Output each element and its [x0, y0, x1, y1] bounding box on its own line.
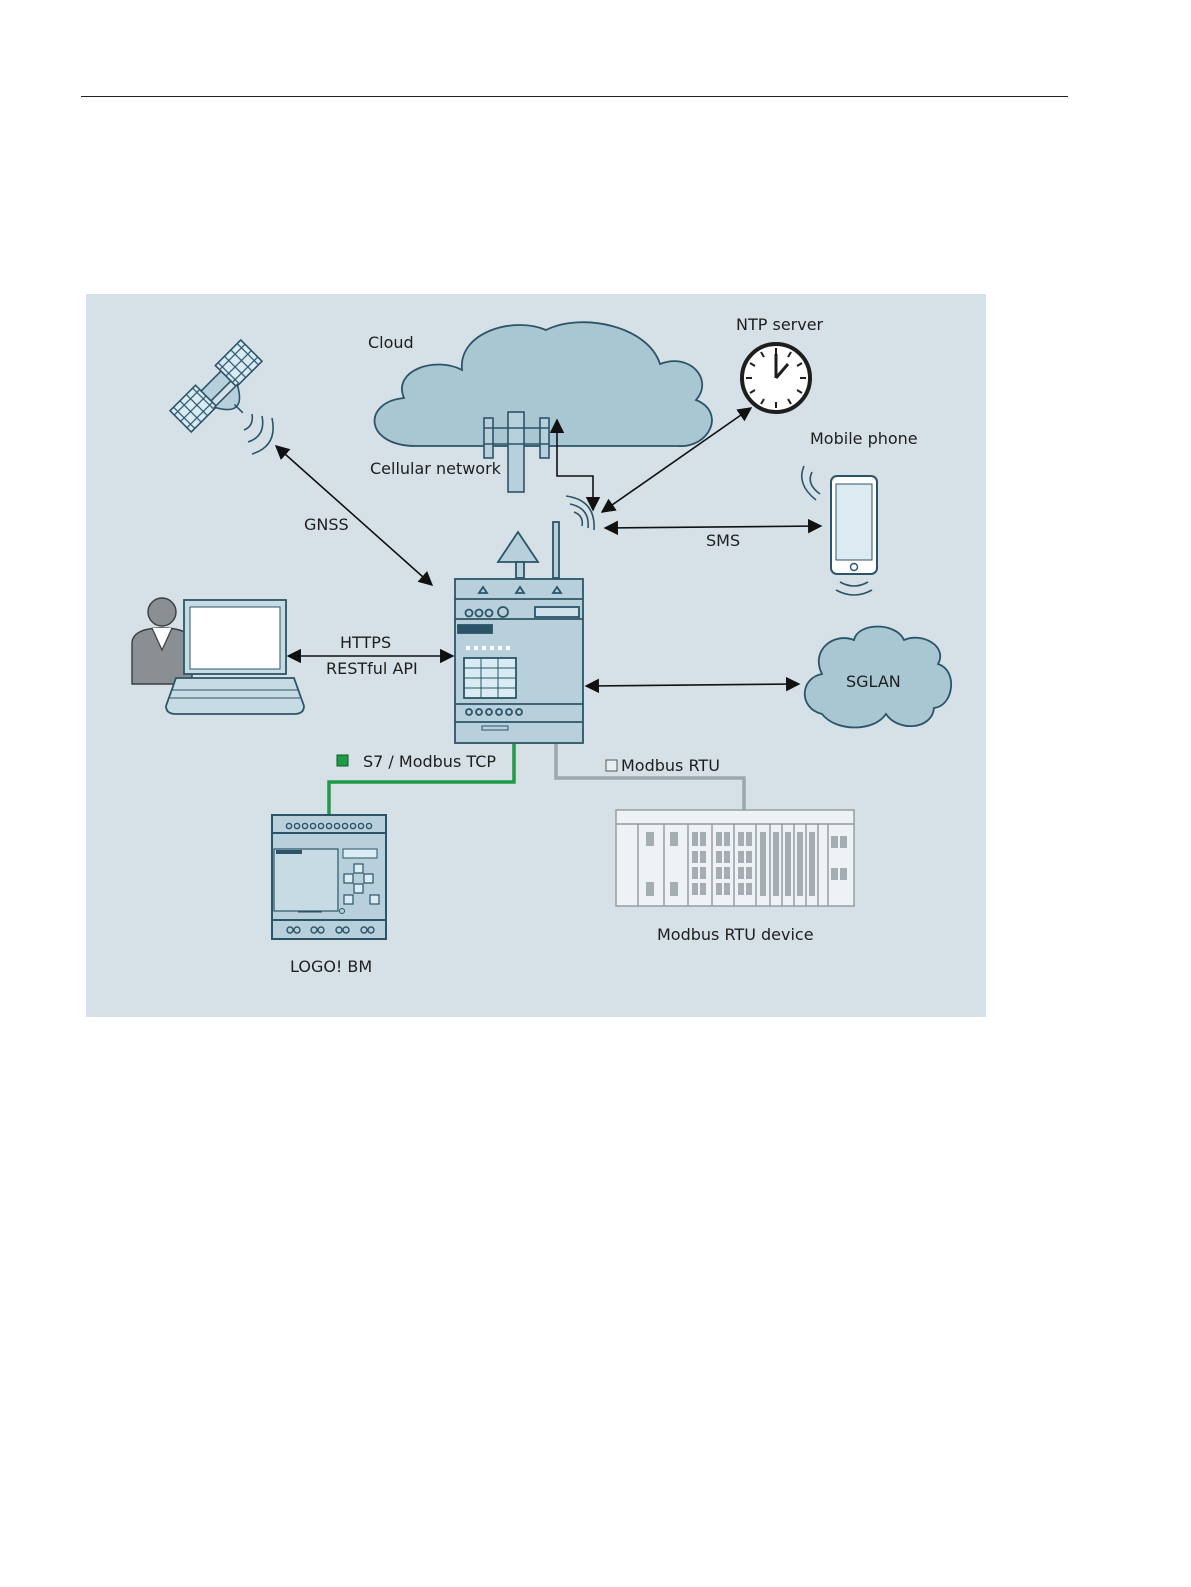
- mobile-phone-label: Mobile phone: [810, 429, 918, 448]
- smartphone-icon: [831, 476, 877, 574]
- header-rule: [81, 96, 1068, 97]
- serial-legend-swatch: [606, 760, 617, 771]
- cellular-network-label: Cellular network: [370, 459, 502, 478]
- restful-api-label: RESTful API: [326, 659, 418, 678]
- cellular-tower-icon: [484, 412, 549, 492]
- sglan-label: SGLAN: [846, 672, 901, 691]
- network-diagram: Cloud Cellular network: [86, 294, 986, 1017]
- logo-controller-icon: [272, 815, 386, 939]
- sglan-arrow: [586, 684, 799, 686]
- satellite-signal-icon: [244, 414, 273, 454]
- gateway-device-icon: [455, 522, 583, 743]
- satellite-icon: [170, 340, 278, 448]
- serial-line: [556, 744, 744, 810]
- logo-bm-label: LOGO! BM: [290, 957, 372, 976]
- sms-label: SMS: [706, 531, 740, 550]
- ntp-server-label: NTP server: [736, 315, 824, 334]
- user-icon: [132, 598, 192, 684]
- gateway-signal-icon: [566, 496, 594, 530]
- modbus-rtu-label: Modbus RTU: [621, 756, 720, 775]
- laptop-icon: [166, 600, 304, 714]
- sms-arrow: [605, 526, 821, 528]
- ethernet-legend-swatch: [337, 755, 348, 766]
- gnss-label: GNSS: [304, 515, 349, 534]
- https-label: HTTPS: [340, 633, 391, 652]
- modbus-rtu-device-label: Modbus RTU device: [657, 925, 814, 944]
- s7-modbus-tcp-label: S7 / Modbus TCP: [363, 752, 496, 771]
- clock-icon: [742, 344, 810, 412]
- cloud-label: Cloud: [368, 333, 414, 352]
